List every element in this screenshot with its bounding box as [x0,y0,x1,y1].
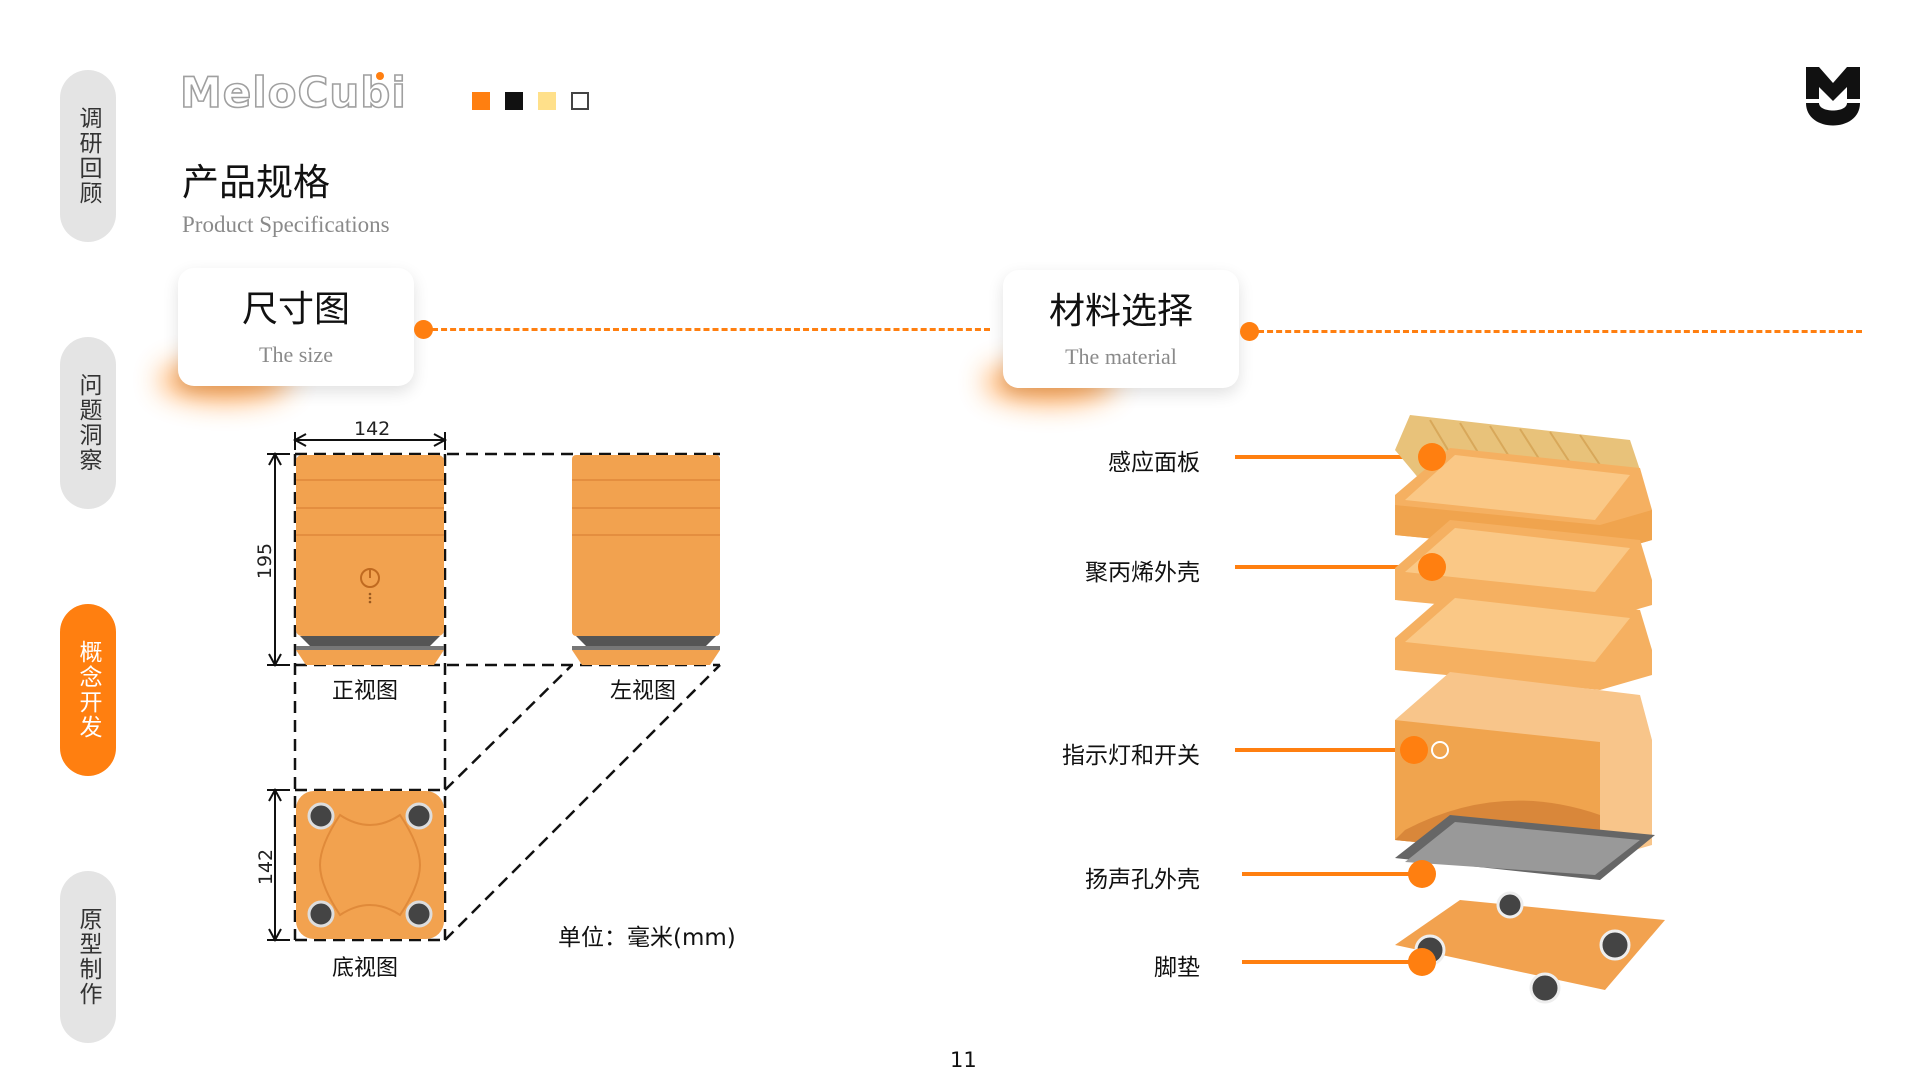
nav-label: 调研回顾 [75,106,101,206]
material-subtitle: The material [1065,344,1177,369]
width-dimension: 142 [354,418,391,440]
page-title: 产品规格 [182,161,330,204]
page-subtitle: Product Specifications [182,212,390,237]
material-marker-dot [1418,443,1446,471]
material-marker-dot [1408,948,1436,976]
swatch-black [505,92,523,110]
exploded-product-illustration [1395,415,1665,1004]
material-marker-dot [1418,553,1446,581]
nav-label: 问题洞察 [75,373,101,473]
left-view-label: 左视图 [610,679,677,704]
material-section-card: 材料选择 The material [1003,270,1239,388]
nav-label: 概念开发 [75,640,101,740]
material-label-sensor-panel: 感应面板 [1108,450,1200,476]
nav-prototyping[interactable]: 原型制作 [60,871,116,1043]
material-connector-dot [1240,322,1259,341]
material-label-speaker-shell: 扬声孔外壳 [1085,867,1200,893]
material-marker-dot [1400,736,1428,764]
unit-label: 单位：毫米(mm) [558,925,736,951]
melocubi-logo: MeloCubi [179,67,407,118]
bottom-view-drawing [296,791,444,939]
material-label-indicator-switch: 指示灯和开关 [1062,743,1200,769]
material-leader-line [1235,455,1435,459]
material-dashed-line [1258,330,1862,333]
front-view-drawing [296,455,444,665]
swatch-white [571,92,589,110]
material-leader-line [1242,872,1420,876]
size-subtitle: The size [259,342,333,367]
material-title: 材料选择 [1048,291,1193,332]
size-title: 尺寸图 [241,289,350,330]
size-connector-dot [414,320,433,339]
size-section-card: 尺寸图 The size [178,268,414,386]
color-swatches [472,92,589,110]
material-label-pp-shell: 聚丙烯外壳 [1085,560,1200,586]
nav-problem-insight[interactable]: 问题洞察 [60,337,116,509]
front-view-label: 正视图 [332,679,399,704]
mu-logo-icon [1806,67,1860,126]
nav-label: 原型制作 [75,907,101,1007]
nav-concept-development[interactable]: 概念开发 [60,604,116,776]
material-label-foot-pad: 脚垫 [1154,955,1200,981]
logo-dot [376,72,384,80]
swatch-yellow [538,92,556,110]
material-marker-dot [1408,860,1436,888]
material-leader-line [1242,960,1412,964]
size-dashed-line [432,328,990,331]
bottom-view-label: 底视图 [332,956,399,981]
nav-research-review[interactable]: 调研回顾 [60,70,116,242]
left-view-drawing [572,455,720,665]
swatch-orange [472,92,490,110]
material-leader-line [1235,748,1420,752]
material-leader-line [1235,565,1435,569]
